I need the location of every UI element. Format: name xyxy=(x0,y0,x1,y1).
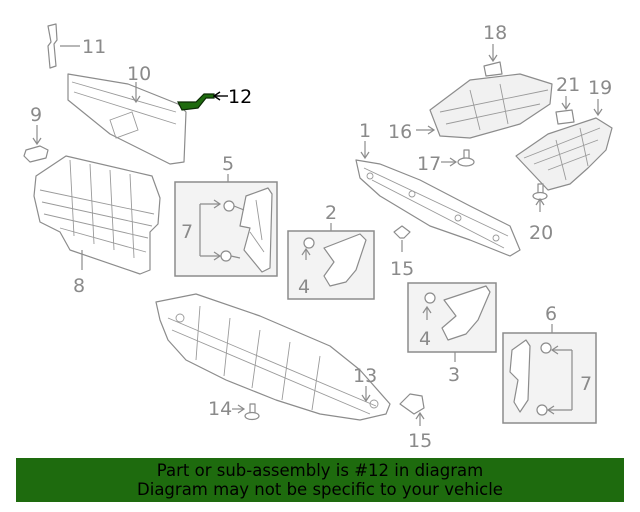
part-11-bracket: 11 xyxy=(47,23,106,69)
box-5-assembly: 5 7 xyxy=(174,153,278,277)
callout-4a: 4 xyxy=(298,276,310,298)
callout-15b: 15 xyxy=(408,430,432,452)
callout-13: 13 xyxy=(353,365,377,387)
info-banner: Part or sub-assembly is #12 in diagram D… xyxy=(16,458,624,502)
callout-3: 3 xyxy=(448,364,460,386)
callout-10: 10 xyxy=(127,63,151,85)
callout-9: 9 xyxy=(30,104,42,126)
part-13-lower-shield: 13 xyxy=(155,293,391,421)
callout-18: 18 xyxy=(483,22,507,44)
callout-19: 19 xyxy=(588,77,612,99)
callout-12: 12 xyxy=(228,86,252,108)
box-3-assembly: 4 3 xyxy=(407,282,497,386)
callout-20: 20 xyxy=(529,222,553,244)
callout-4b: 4 xyxy=(419,328,431,350)
callout-14: 14 xyxy=(208,398,232,420)
callout-1: 1 xyxy=(359,120,371,142)
callout-16: 16 xyxy=(388,121,412,143)
part-1-cover-panel: 1 xyxy=(355,120,521,257)
callout-7a: 7 xyxy=(181,221,193,243)
callout-21: 21 xyxy=(556,74,580,96)
part-16-splash-shield: 16 xyxy=(388,73,553,143)
box-6-assembly: 6 7 xyxy=(502,303,597,424)
part-20-push-pin: 20 xyxy=(529,183,553,244)
callout-17: 17 xyxy=(417,153,441,175)
part-9-clip: 9 xyxy=(23,104,49,163)
banner-line-2: Diagram may not be specific to your vehi… xyxy=(137,480,503,499)
banner-line-1: Part or sub-assembly is #12 in diagram xyxy=(156,461,484,480)
part-15-clip-lower: 15 xyxy=(399,393,432,452)
callout-8: 8 xyxy=(73,275,85,297)
part-14-push-pin: 14 xyxy=(208,398,260,421)
part-19-splash-shield: 19 xyxy=(515,77,613,191)
parts-diagram: 11 10 12 9 8 5 xyxy=(23,22,613,452)
callout-15a: 15 xyxy=(390,258,414,280)
box-2-assembly: 2 4 xyxy=(287,202,375,300)
part-10-air-deflector: 10 xyxy=(67,63,187,165)
part-8-air-duct: 8 xyxy=(33,155,161,297)
callout-5: 5 xyxy=(222,153,234,175)
part-12-bracket-highlighted: 12 xyxy=(177,86,252,111)
callout-11: 11 xyxy=(82,36,106,58)
part-17-push-pin: 17 xyxy=(417,149,475,175)
callout-6: 6 xyxy=(545,303,557,325)
part-18-clip: 18 xyxy=(483,22,507,77)
part-21-clip: 21 xyxy=(555,74,580,125)
callout-2: 2 xyxy=(325,202,337,224)
callout-7b: 7 xyxy=(580,373,592,395)
part-15-clip-upper: 15 xyxy=(390,225,414,280)
